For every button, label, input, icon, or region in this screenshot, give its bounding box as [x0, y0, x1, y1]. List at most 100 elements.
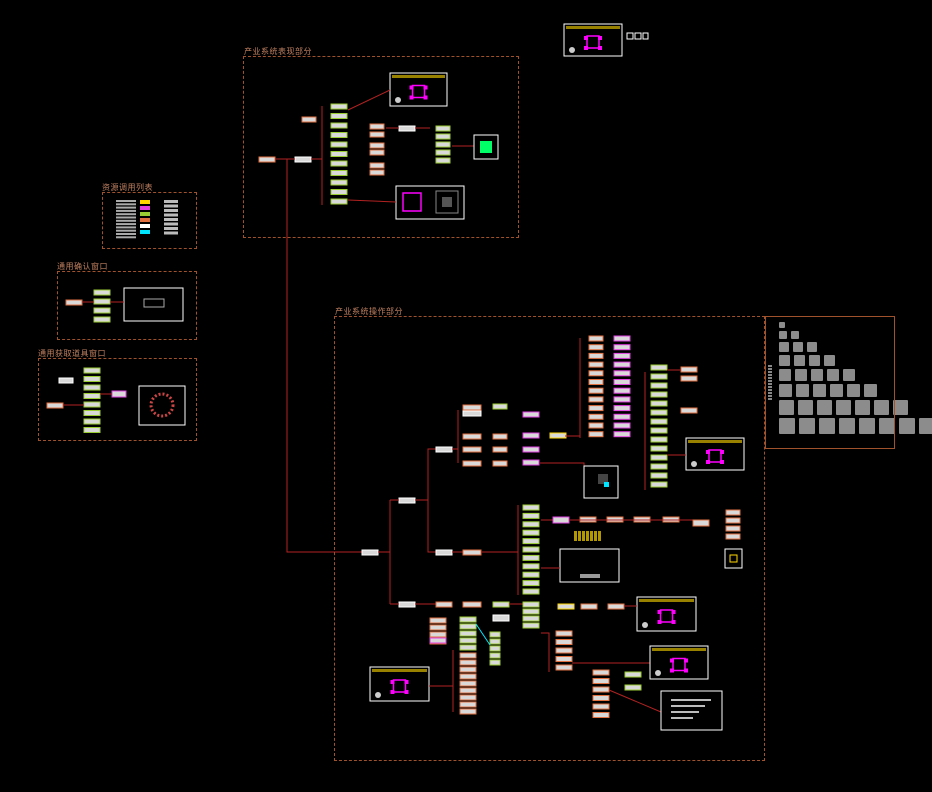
legend-row	[116, 209, 136, 212]
op-a-green-node	[492, 403, 508, 410]
tool-stack-node	[83, 393, 101, 399]
op-b-end-node	[692, 519, 710, 527]
op-b-bar-icon	[590, 531, 593, 541]
legend-row	[116, 219, 136, 222]
tool-stack-node	[83, 427, 101, 433]
op-b-stack-node	[522, 554, 540, 561]
display-stack-node	[330, 160, 348, 167]
tool-stack-node	[83, 384, 101, 391]
gray-tile	[793, 342, 803, 352]
op-mid-magenta-stack	[613, 344, 631, 351]
op-left-magenta	[429, 637, 447, 644]
op-right-stack-node	[650, 409, 668, 416]
display-sub-node	[369, 142, 385, 149]
doc-text-line	[671, 711, 699, 713]
gray-tile	[899, 418, 915, 434]
op-mid-stack-node	[588, 361, 604, 368]
gray-tile	[807, 342, 817, 352]
legend-row	[116, 226, 136, 229]
op-b-bar-icon	[582, 531, 585, 541]
scene-thumb-dot	[604, 482, 609, 487]
op-b-stack-node	[522, 563, 540, 570]
confirm-window-frame	[57, 271, 197, 340]
op-c-lower-stack	[555, 647, 573, 654]
thumbnail-ornament	[691, 461, 697, 467]
thumbnail-slot	[720, 460, 724, 464]
tool-wheel-icon	[149, 392, 175, 418]
op-right-stack-node	[650, 454, 668, 461]
connector-line	[347, 199, 397, 203]
op-right-stack-node	[650, 391, 668, 398]
op-c-bottom-stack	[592, 678, 610, 684]
op-c-lower-stack	[555, 664, 573, 671]
op-a-child-node	[462, 433, 482, 440]
op-left-lower-stack	[459, 680, 477, 687]
gray-tile	[811, 369, 823, 381]
op-c-green-node	[624, 671, 642, 678]
op-b-stack-node	[522, 512, 540, 519]
gray-tile	[830, 384, 843, 397]
display-section-frame	[243, 56, 519, 238]
op-right-stack-node	[650, 373, 668, 380]
gray-tile	[817, 400, 832, 415]
op-c-bottom-stack	[592, 686, 610, 693]
small-square-icon	[642, 32, 649, 40]
gray-tile	[843, 369, 855, 381]
gray-tile	[779, 418, 795, 434]
gray-tile	[879, 418, 895, 434]
op-mid-stack-node	[588, 352, 604, 359]
op-mid-magenta-stack	[613, 379, 631, 385]
gray-tile	[809, 355, 820, 366]
thumbnail-slot	[671, 610, 676, 614]
gray-tile	[796, 384, 809, 397]
legend-row	[116, 203, 136, 206]
legend-row	[116, 213, 136, 216]
gray-tile	[779, 400, 794, 415]
thumbnail-slot	[584, 36, 588, 40]
op-mid-magenta-stack	[613, 370, 631, 377]
thumbnail-center-marker	[411, 84, 426, 99]
bottom-thumb-marker	[402, 192, 422, 212]
gray-tile	[779, 369, 791, 381]
op-left-yellow-stack	[459, 637, 477, 644]
op-right-node	[680, 407, 698, 414]
op-c-yellow-node	[557, 603, 575, 610]
op-right-stack-node	[650, 436, 668, 443]
legend-swatch	[140, 218, 150, 222]
op-left-green-stack	[489, 638, 501, 645]
legend-row	[164, 231, 178, 235]
op-c-lower-stack	[555, 656, 573, 662]
op-left-green-stack	[489, 659, 501, 666]
gray-tile	[779, 322, 785, 328]
gray-tile	[859, 418, 875, 434]
thumbnail-slot	[598, 36, 602, 40]
op-c-doc-thumbnail	[660, 690, 723, 731]
top-thumbnail	[563, 23, 623, 57]
op-b-stack-node	[522, 580, 540, 587]
confirm-stack-node	[93, 316, 111, 323]
op-right-stack-node	[650, 400, 668, 407]
op-b-final-stack	[725, 525, 741, 532]
op-mid-magenta-stack	[613, 352, 631, 359]
op-mid-stack-node	[588, 413, 604, 420]
gray-tile	[791, 331, 799, 339]
thumbnail-ornament	[642, 622, 648, 628]
op-c-green-node	[624, 684, 642, 691]
op-left-green-stack	[489, 652, 501, 659]
op-left-lower-stack	[459, 701, 477, 708]
op-right-stack-node	[650, 472, 668, 479]
tile-side-marker	[768, 377, 772, 379]
tile-side-marker	[768, 374, 772, 376]
op-mid-stack-node	[588, 422, 604, 429]
legend-row	[116, 236, 136, 239]
tile-side-marker	[768, 371, 772, 373]
display-right-stack	[435, 157, 451, 164]
op-c-top-thumbnail	[636, 596, 697, 632]
op-b-stack-node	[522, 571, 540, 578]
op-c-lower-stack	[555, 639, 573, 645]
op-mid-stack-node	[588, 387, 604, 394]
legend-row	[164, 204, 178, 208]
display-right-stack	[435, 141, 451, 148]
connector-line	[608, 689, 662, 713]
thumbnail-slot	[390, 680, 395, 684]
